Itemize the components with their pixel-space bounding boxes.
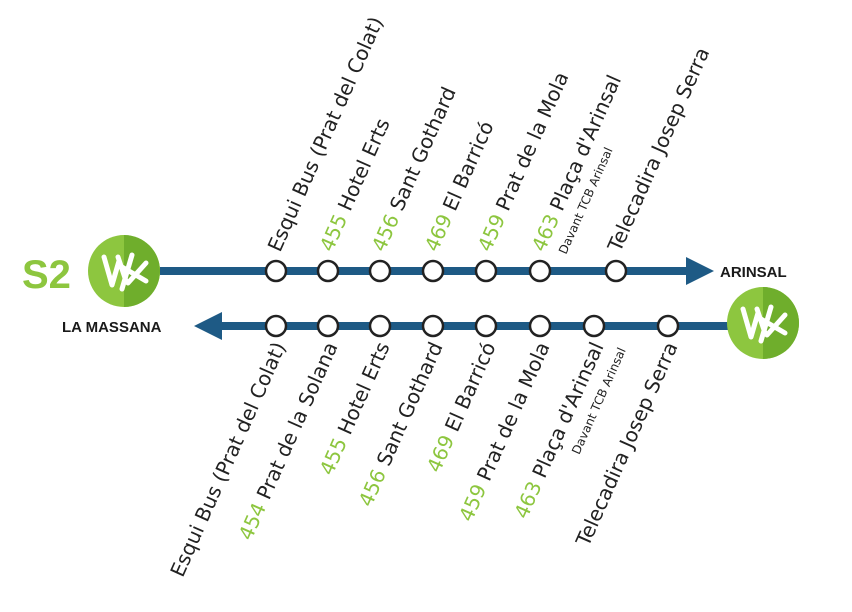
stop-marker[interactable]: [474, 314, 498, 338]
stop-marker[interactable]: [656, 314, 680, 338]
inbound-stops: Esqui Bus (Prat del Colat)454 Prat de la…: [165, 314, 683, 580]
stop-number: 463: [509, 478, 546, 523]
stop-label: Telecadira Josep Serra: [602, 44, 714, 256]
stop-number: 456: [367, 210, 404, 255]
stop-marker[interactable]: [316, 259, 340, 283]
stop-number: 459: [473, 210, 510, 255]
stop-number: 454: [234, 499, 271, 544]
stop-marker[interactable]: [582, 314, 606, 338]
stop-marker[interactable]: [264, 314, 288, 338]
stop-name: El Barricó: [438, 117, 499, 214]
vallnord-logo-icon: [727, 287, 799, 359]
stop-marker[interactable]: [421, 314, 445, 338]
inbound-arrow-icon: [194, 312, 222, 340]
vallnord-logo-icon: [88, 235, 160, 307]
stop-number: 455: [314, 434, 351, 479]
stop-marker[interactable]: [421, 259, 445, 283]
outbound-arrow-icon: [686, 257, 714, 285]
stop-marker[interactable]: [368, 259, 392, 283]
stop-marker[interactable]: [368, 314, 392, 338]
stop-marker[interactable]: [474, 259, 498, 283]
stop-number: 469: [420, 210, 457, 255]
stop-marker[interactable]: [528, 259, 552, 283]
inbound-destination: LA MASSANA: [62, 319, 162, 336]
stop-marker[interactable]: [604, 259, 628, 283]
stop-marker[interactable]: [316, 314, 340, 338]
outbound-destination: ARINSAL: [720, 264, 787, 281]
route-label: S2: [22, 253, 71, 297]
stop-marker[interactable]: [264, 259, 288, 283]
stop-name: Hotel Erts: [333, 338, 395, 438]
stop-marker[interactable]: [528, 314, 552, 338]
stop-number: 459: [454, 480, 491, 525]
stop-name: Telecadira Josep Serra: [602, 44, 714, 256]
stop-name: Hotel Erts: [333, 115, 395, 215]
stop-number: 469: [422, 431, 459, 476]
outbound-stops: Esqui Bus (Prat del Colat)455 Hotel Erts…: [263, 13, 714, 283]
stop-name: El Barricó: [440, 338, 501, 435]
stop-number: 455: [315, 210, 352, 255]
stop-number: 456: [353, 465, 390, 510]
